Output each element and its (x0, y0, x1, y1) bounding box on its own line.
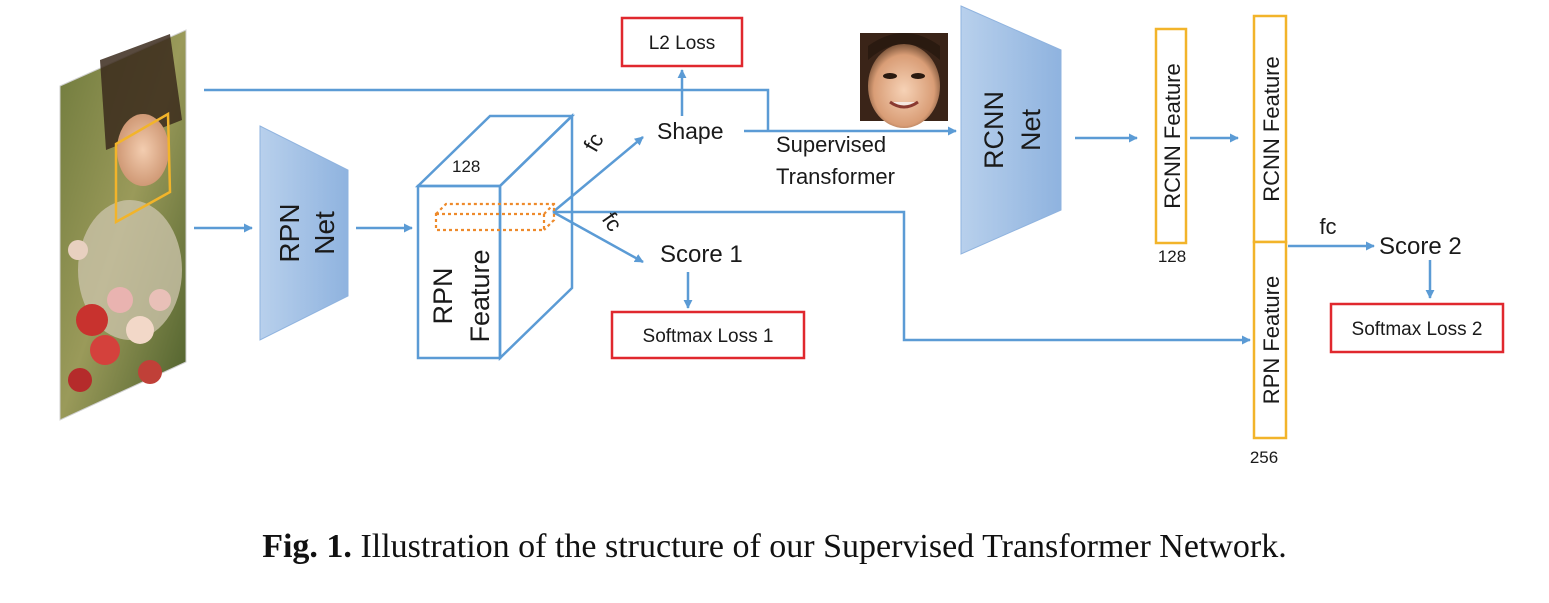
arrow-feature-to-shape (552, 136, 644, 213)
face-landmark-box (114, 111, 172, 225)
rpn-feature-label-line1: RPN (428, 267, 458, 324)
rcnn-net-label-line1: RCNN (979, 91, 1009, 169)
l2-loss-box (620, 16, 744, 68)
aligned-face-crop (860, 33, 948, 128)
rpn-net-label-line2: Net (309, 211, 340, 255)
rpn-feature-label-line2: Feature (465, 249, 495, 342)
figure-caption-text: Illustration of the structure of our Sup… (360, 528, 1287, 565)
l2-loss-label: L2 Loss (649, 33, 716, 54)
rcnn-feature-bar (1154, 27, 1188, 245)
score2-label: Score 2 (1379, 233, 1462, 260)
concat-rpn-feature-bar (1252, 240, 1288, 440)
concat-dim-label: 256 (1250, 448, 1278, 467)
rpn-feature-cube (414, 113, 576, 361)
concat-rpn-feature-label: RPN Feature (1259, 276, 1284, 404)
figure-caption-label: Fig. 1. (262, 528, 352, 565)
rcnn-feature-dim-label: 128 (1158, 247, 1186, 266)
rpn-feature-depth-label: 128 (452, 157, 480, 176)
shape-label: Shape (657, 118, 724, 144)
rpn-net-block (259, 125, 349, 341)
line-input-to-transformer (204, 88, 770, 131)
rcnn-net-block (960, 5, 1062, 255)
fc-label-score2: fc (1319, 214, 1336, 239)
roi-anchor-dotted (434, 202, 556, 232)
softmax-loss2-box (1329, 302, 1505, 354)
concat-rcnn-feature-bar (1252, 14, 1288, 244)
figure-caption: Fig. 1. Illustration of the structure of… (0, 528, 1549, 566)
supervised-transformer-line2: Transformer (776, 164, 895, 189)
rcnn-net-label-line2: Net (1016, 109, 1046, 152)
softmax-loss2-label: Softmax Loss 2 (1352, 319, 1483, 340)
network-diagram: RPN Net 128 RPN Feature fc fc fc L2 Loss… (59, 5, 1505, 467)
supervised-transformer-line1: Supervised (776, 132, 886, 157)
softmax-loss1-box (610, 310, 806, 360)
concat-rcnn-feature-label: RCNN Feature (1259, 56, 1284, 201)
arrow-feature-to-concat (553, 210, 1251, 345)
rpn-net-label-line1: RPN (274, 203, 305, 262)
input-image (59, 29, 187, 421)
arrow-feature-to-score1 (552, 210, 644, 264)
fc-label-shape: fc (578, 129, 608, 156)
rcnn-feature-label: RCNN Feature (1160, 63, 1185, 208)
softmax-loss1-label: Softmax Loss 1 (643, 326, 774, 347)
score1-label: Score 1 (660, 241, 743, 268)
